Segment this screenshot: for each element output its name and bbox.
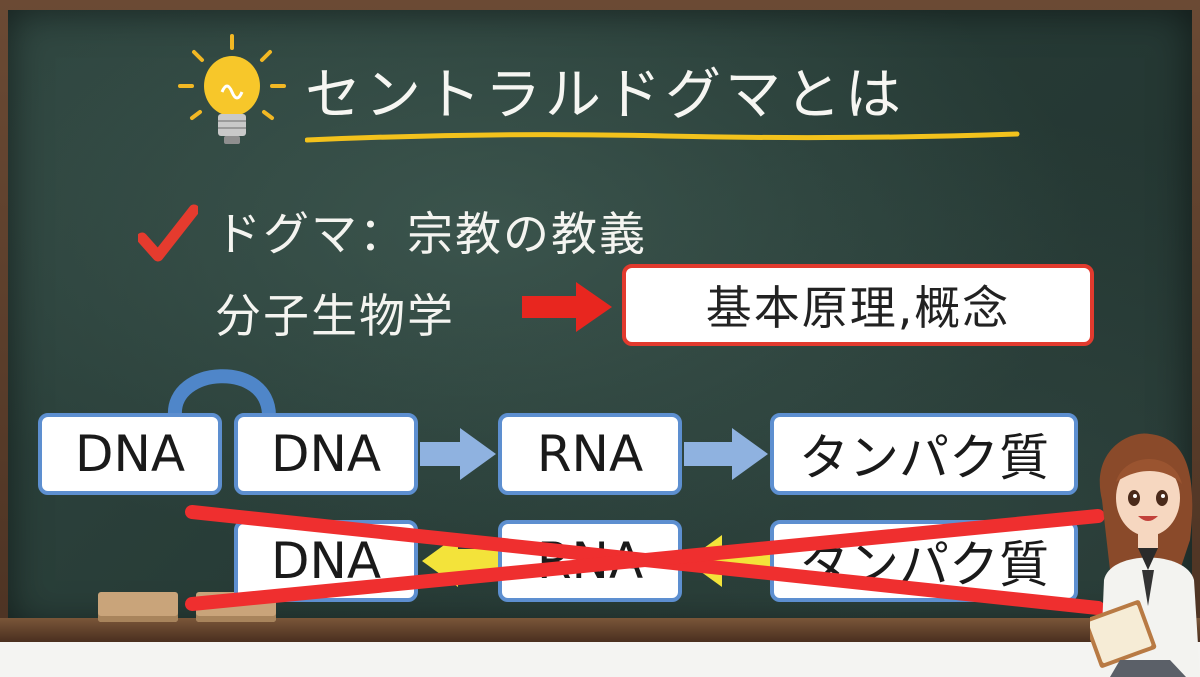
dna-box-right: DNA	[234, 413, 418, 495]
rna-box-top: RNA	[498, 413, 682, 495]
protein-box-bottom: タンパク質	[770, 520, 1078, 602]
definition-box: 基本原理,概念	[622, 264, 1094, 346]
dna-box-bottom: DNA	[234, 520, 418, 602]
arrow-dna-to-rna	[420, 428, 496, 480]
arrow-rna-to-protein	[684, 428, 768, 480]
page-title: セントラルドグマとは	[305, 63, 905, 128]
replication-loop-icon	[167, 369, 276, 417]
arrow-rna-to-dna	[422, 535, 498, 587]
rna-box-bottom: RNA	[498, 520, 682, 602]
right-arrow-icon	[522, 282, 612, 332]
chalk-ledge	[0, 618, 1200, 642]
protein-box-top: タンパク質	[770, 413, 1078, 495]
dogma-definition: ドグマ：宗教の教義	[215, 207, 647, 261]
arrow-protein-to-rna	[686, 535, 770, 587]
title-underline	[305, 131, 1020, 143]
dna-box-left: DNA	[38, 413, 222, 495]
lightbulb-icon	[178, 34, 286, 144]
eraser-left	[98, 592, 178, 622]
molecular-biology-label: 分子生物学	[215, 289, 455, 343]
checkmark-icon	[138, 204, 198, 262]
teacher-illustration	[1090, 433, 1200, 677]
